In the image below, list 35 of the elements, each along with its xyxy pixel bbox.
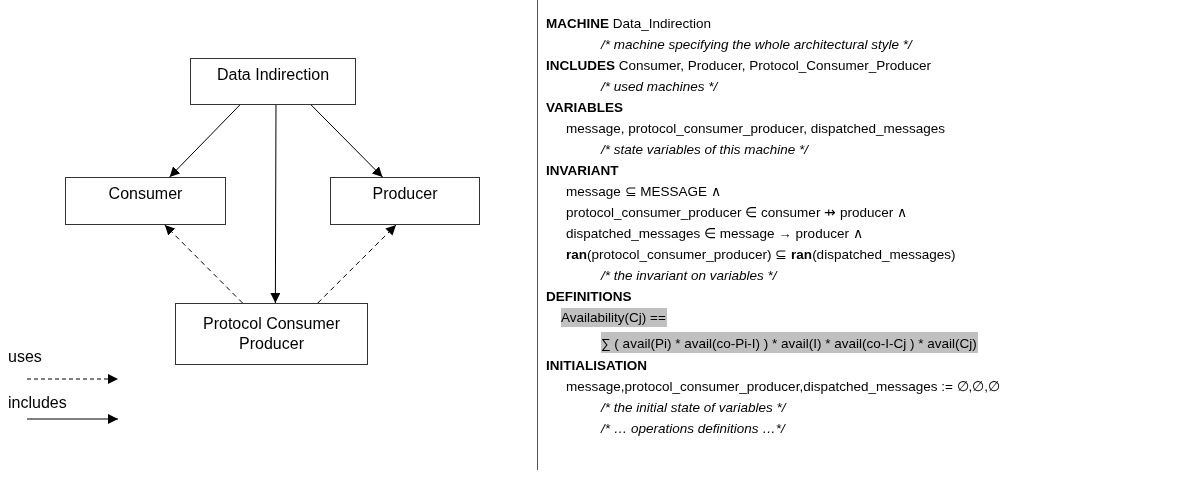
legend-label: includes: [8, 393, 67, 413]
spec-keyword-line: INITIALISATION: [546, 357, 647, 375]
box-label: Consumer: [108, 184, 183, 204]
legend-label: uses: [8, 347, 42, 367]
highlighted-definition: Availability(Cj) ==: [561, 308, 667, 327]
arrow: [317, 224, 397, 304]
highlighted-definition: ∑ ( avail(Pi) * avail(co-Pi-I) ) * avail(I) * avail(co-I-Cj ) * avail(Cj): [601, 332, 978, 353]
spec-keyword-line: INVARIANT: [546, 162, 619, 180]
code-comment: /* … operations definitions …*/: [601, 420, 785, 438]
arrow: [270, 104, 281, 304]
module-box: [190, 58, 356, 105]
module-box: [65, 177, 226, 225]
spec-line: message,protocol_consumer_producer,dispatched_messages := ∅,∅,∅: [566, 378, 1001, 396]
spec-line: message ⊆ MESSAGE ∧: [566, 183, 721, 201]
box-label: Protocol Consumer Producer: [202, 314, 341, 354]
spec-keyword-line: INCLUDES Consumer, Producer, Protocol_Consumer_Producer: [546, 57, 931, 75]
arrow: [164, 224, 244, 304]
code-comment: /* state variables of this machine */: [601, 141, 809, 159]
spec-line: protocol_consumer_producer ∈ consumer ⇸ producer ∧: [566, 204, 907, 222]
box-label: Data Indirection: [216, 65, 330, 85]
arrow: [310, 104, 383, 178]
code-comment: /* used machines */: [601, 78, 718, 96]
spec-line: ran(protocol_consumer_producer) ⊆ ran(dispatched_messages): [566, 246, 956, 264]
box-label: Producer: [372, 184, 438, 204]
module-box: [330, 177, 480, 225]
module-box: [175, 303, 368, 365]
spec-line: dispatched_messages ∈ message → producer ∧: [566, 225, 863, 243]
spec-keyword-line: MACHINE Data_Indirection: [546, 15, 712, 33]
spec-line: message, protocol_consumer_producer, dispatched_messages: [566, 120, 945, 138]
code-comment: /* machine specifying the whole architectural style */: [601, 36, 912, 54]
code-comment: /* the initial state of variables */: [601, 399, 786, 417]
spec-keyword-line: DEFINITIONS: [546, 288, 632, 306]
code-comment: /* the invariant on variables */: [601, 267, 777, 285]
arrow: [169, 104, 241, 178]
spec-keyword-line: VARIABLES: [546, 99, 623, 117]
